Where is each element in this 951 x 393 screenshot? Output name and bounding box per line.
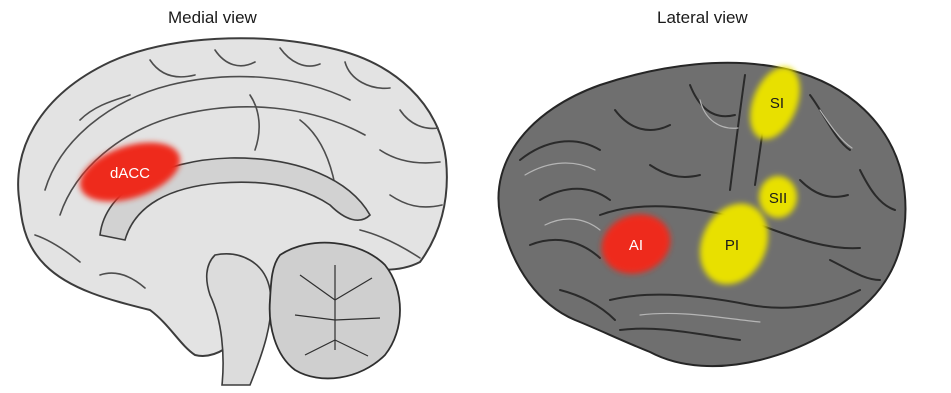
medial-brain-illustration [18,38,447,385]
ai-label: AI [629,237,643,254]
dacc-label: dACC [110,165,150,182]
lateral-cortex [498,63,905,366]
lateral-brain-illustration [498,63,905,366]
si-label: SI [770,95,784,112]
sii-label: SII [769,190,787,207]
pi-label: PI [725,237,739,254]
sii-region: SII [759,176,797,218]
